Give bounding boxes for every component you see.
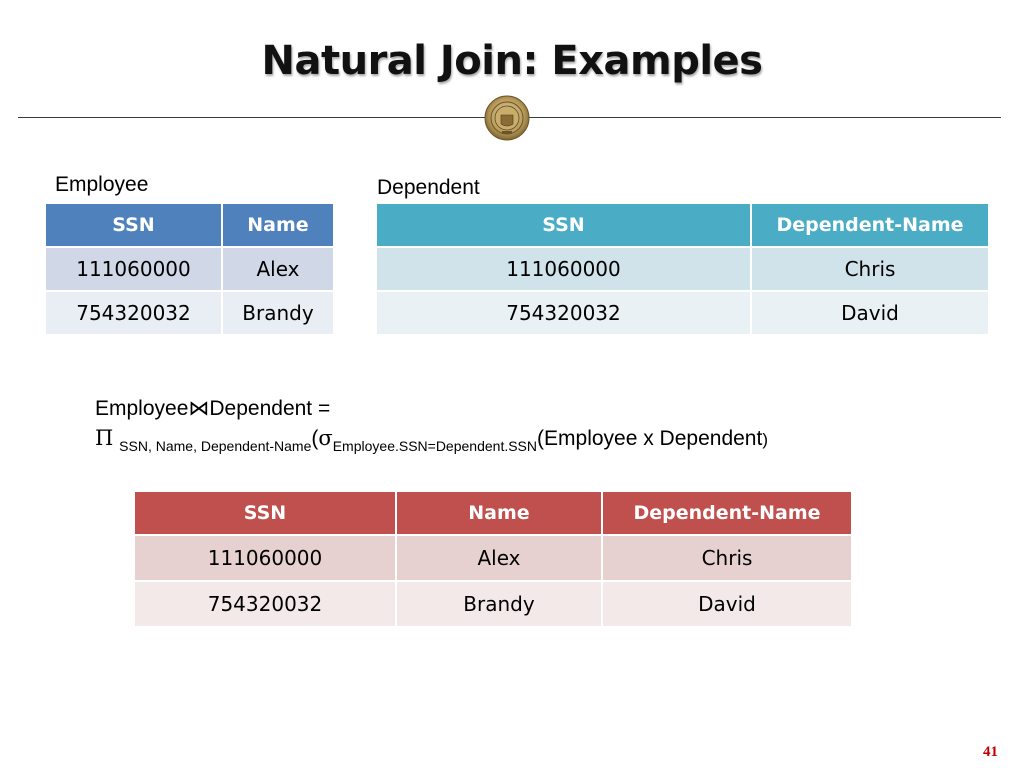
selection-symbol: σ: [318, 426, 333, 450]
employee-cell: Alex: [221, 246, 335, 292]
result-cell: Chris: [601, 534, 853, 582]
result-cell: Brandy: [395, 580, 603, 628]
projection-attributes: SSN, Name, Dependent-Name: [119, 438, 312, 454]
natural-join-icon: ⋈: [188, 396, 210, 420]
employee-cell: Brandy: [221, 290, 335, 336]
formula-line-2: Π SSN, Name, Dependent-Name(σEmployee.SS…: [95, 426, 768, 454]
projection-symbol: Π: [95, 426, 114, 450]
employee-header-name: Name: [221, 202, 335, 248]
table-row: 754320032 David: [375, 290, 990, 336]
formula-open-paren: (: [311, 427, 319, 450]
employee-cell: 754320032: [44, 290, 223, 336]
formula-line-1: Employee⋈Dependent =: [95, 396, 330, 421]
employee-table: SSN Name 111060000 Alex 754320032 Brandy: [44, 202, 335, 336]
employee-caption: Employee: [55, 173, 149, 196]
formula-right-relation: Dependent =: [209, 397, 331, 420]
dependent-caption: Dependent: [377, 176, 480, 199]
employee-header-ssn: SSN: [44, 202, 223, 248]
result-cell: Alex: [395, 534, 603, 582]
formula-left-relation: Employee: [95, 397, 189, 420]
dependent-header-name: Dependent-Name: [750, 202, 990, 248]
result-cell: 111060000: [133, 534, 397, 582]
result-header-name: Name: [395, 490, 603, 536]
formula-close-paren: ): [762, 430, 768, 449]
dependent-header-ssn: SSN: [375, 202, 752, 248]
page-number: 41: [983, 744, 998, 760]
university-seal-icon: [484, 95, 530, 141]
dependent-cell: 111060000: [375, 246, 752, 292]
result-cell: David: [601, 580, 853, 628]
result-header-ssn: SSN: [133, 490, 397, 536]
result-cell: 754320032: [133, 580, 397, 628]
slide-title: Natural Join: Examples: [261, 38, 763, 84]
dependent-cell: David: [750, 290, 990, 336]
table-row: 754320032 Brandy: [44, 290, 335, 336]
table-row: 754320032 Brandy David: [133, 580, 853, 628]
dependent-cell: 754320032: [375, 290, 752, 336]
table-row: 111060000 Chris: [375, 246, 990, 292]
table-row: 111060000 Alex: [44, 246, 335, 292]
dependent-cell: Chris: [750, 246, 990, 292]
employee-cell: 111060000: [44, 246, 223, 292]
selection-condition: Employee.SSN=Dependent.SSN: [332, 438, 538, 454]
formula-operand: (Employee x Dependent: [537, 427, 763, 450]
result-header-dependent-name: Dependent-Name: [601, 490, 853, 536]
dependent-table: SSN Dependent-Name 111060000 Chris 75432…: [375, 202, 990, 336]
table-row: 111060000 Alex Chris: [133, 534, 853, 582]
result-table: SSN Name Dependent-Name 111060000 Alex C…: [133, 490, 853, 628]
